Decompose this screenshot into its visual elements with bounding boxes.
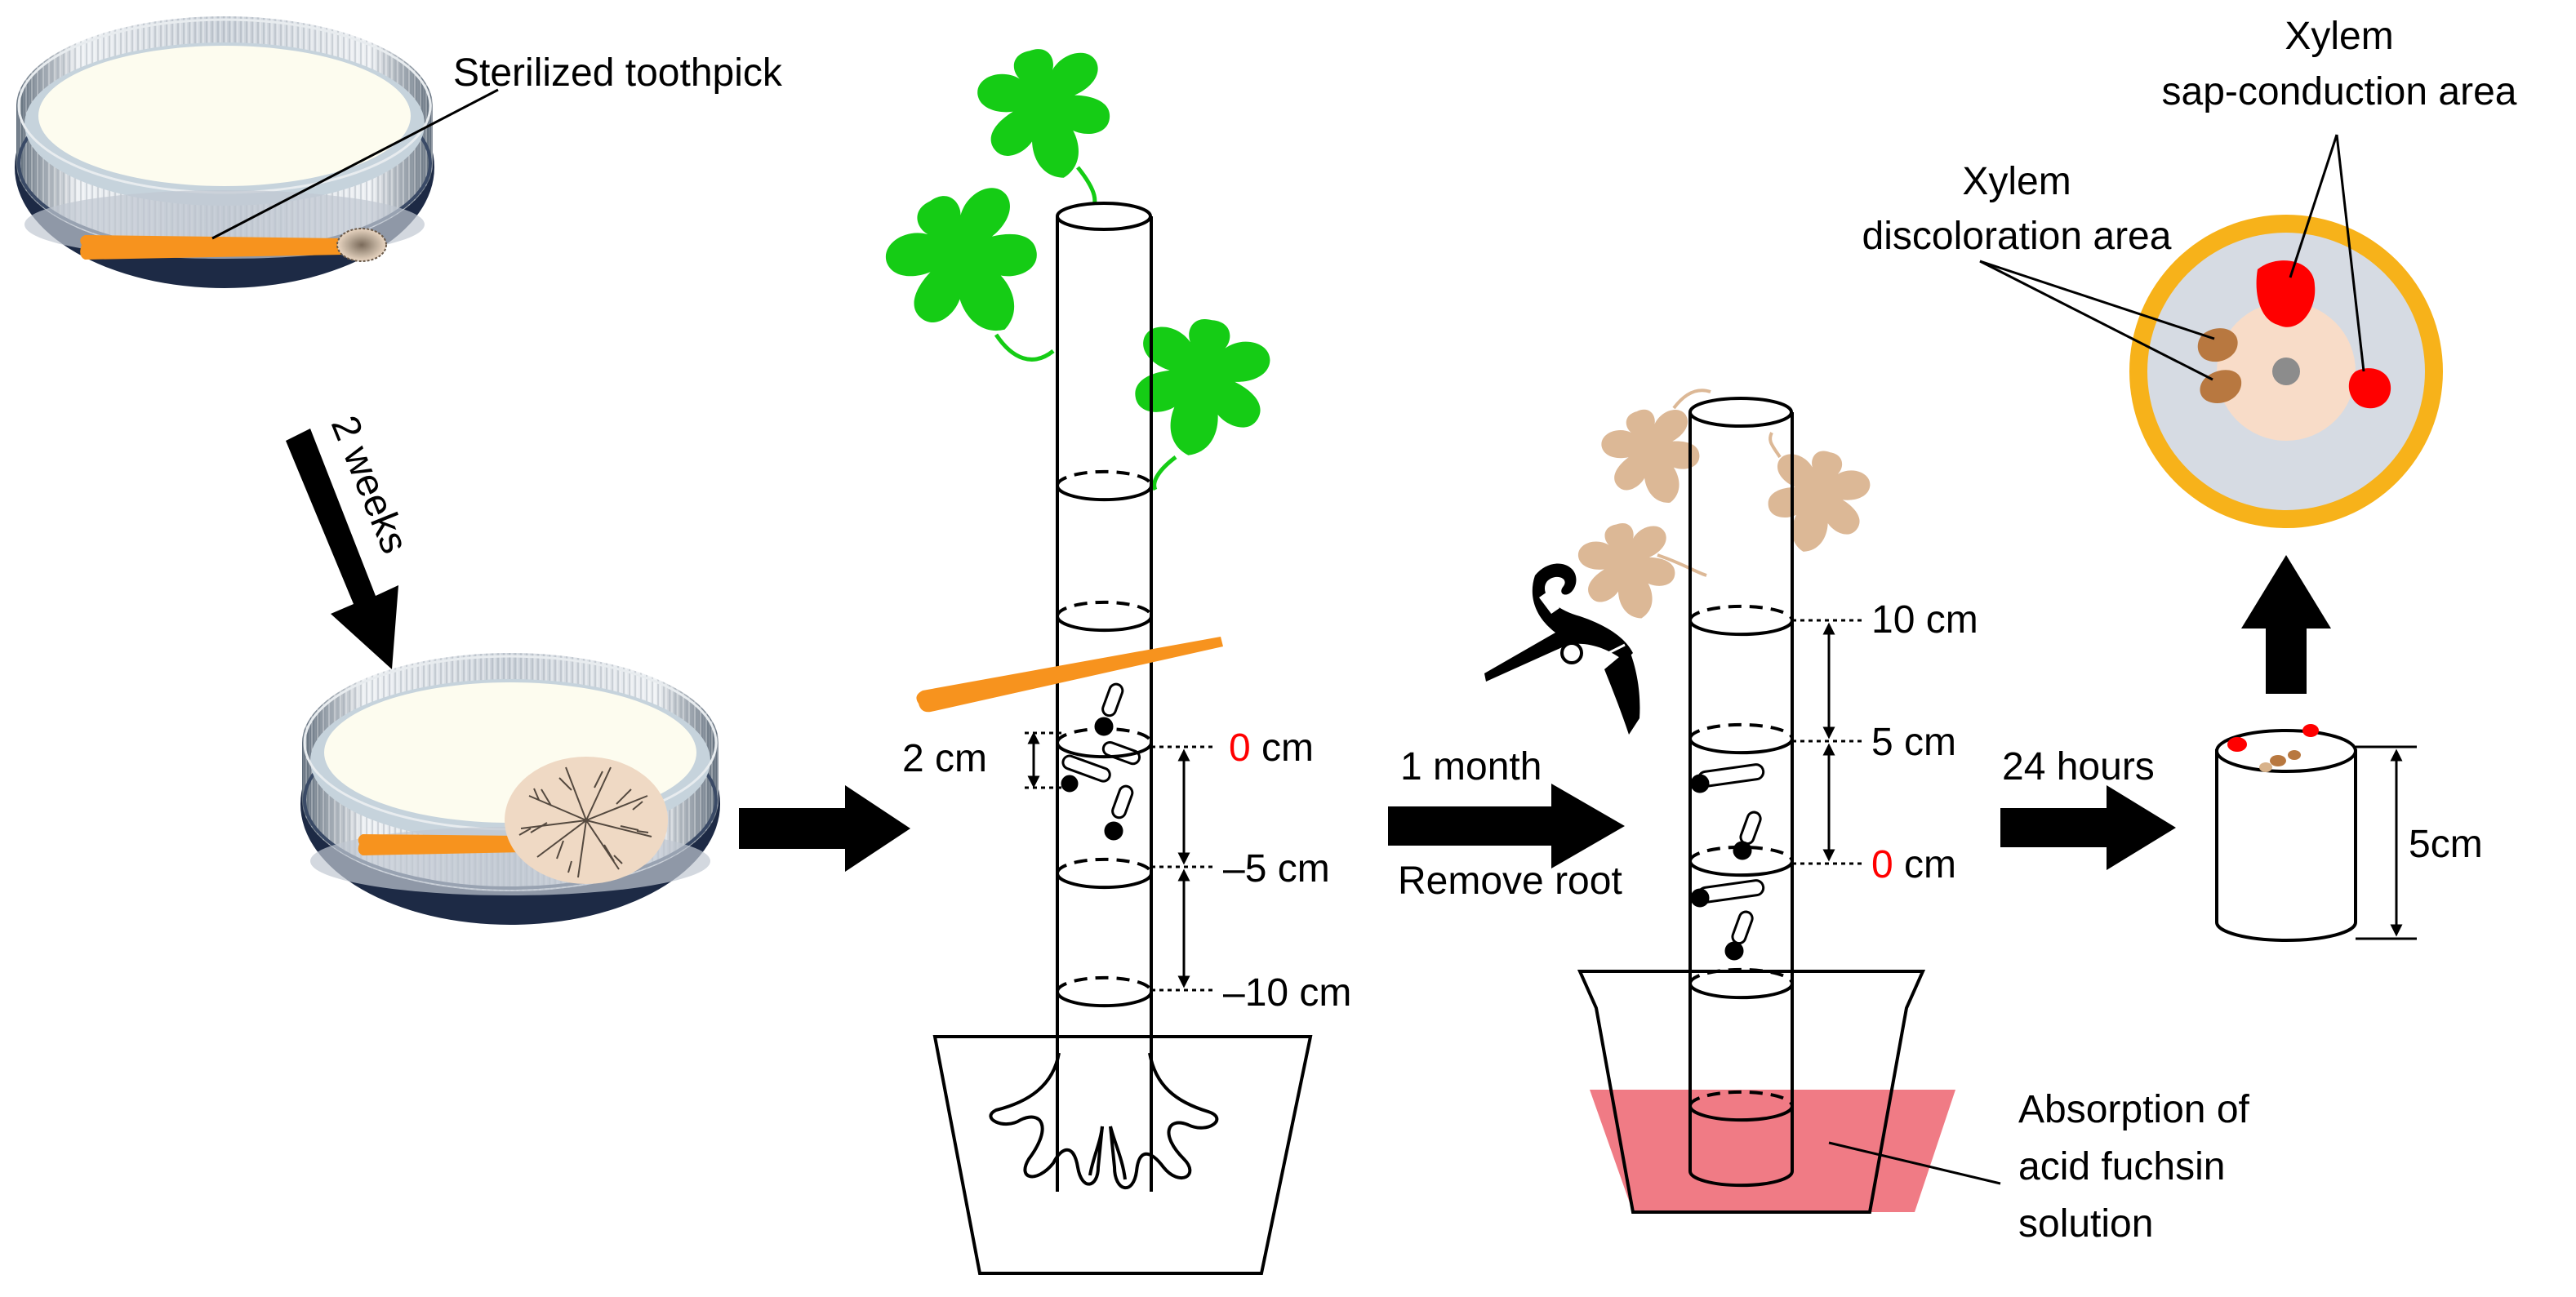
absorption-line2: acid fuchsin <box>2018 1145 2225 1188</box>
sterilized-toothpick-label: Sterilized toothpick <box>453 51 783 95</box>
toothpick-icon <box>358 834 523 855</box>
absorption-line3: solution <box>2018 1202 2153 1246</box>
cm-unit: cm <box>1893 843 1956 886</box>
arrow-icon <box>2000 785 2176 870</box>
wound-holes <box>1061 682 1141 841</box>
minus-ten-cm-label: –10 cm <box>1223 971 1351 1015</box>
arrow-icon <box>2241 555 2331 694</box>
segment-scale <box>2356 745 2417 940</box>
zero-cm-label-2: 0 cm <box>1871 843 1956 886</box>
pot-icon <box>932 1035 1313 1275</box>
xylem-conduction-line1: Xylem <box>2285 15 2393 58</box>
two-cm-bracket <box>1025 731 1070 789</box>
leaf-stalks <box>1657 389 1782 577</box>
arrow-icon <box>739 785 910 872</box>
minus-five-cm-label: –5 cm <box>1223 847 1330 891</box>
stem-icon <box>1056 202 1153 1192</box>
cross-section-icon <box>2129 215 2443 528</box>
ten-cm-label: 10 cm <box>1871 598 1978 642</box>
two-cm-label: 2 cm <box>902 737 987 780</box>
zero-red: 0 <box>1229 726 1251 770</box>
wound-holes <box>1690 763 1765 961</box>
toothpick-icon <box>80 235 343 260</box>
twentyfour-hours-label: 24 hours <box>2002 745 2155 788</box>
absorption-line1: Absorption of <box>2018 1088 2250 1131</box>
leaf-icon <box>870 34 1275 467</box>
five-cm-height-label: 5cm <box>2409 823 2483 866</box>
leader-line <box>211 88 499 240</box>
roots-icon <box>989 1052 1219 1189</box>
xylem-discoloration-line1: Xylem <box>1962 160 2071 203</box>
xylem-discoloration-line2: discoloration area <box>1862 215 2172 258</box>
leaf-icon <box>1573 396 1876 630</box>
five-cm-label: 5 cm <box>1871 721 1956 764</box>
fuchsin-beaker-icon <box>1577 970 1955 1214</box>
cross-section-leaders <box>1979 134 2365 381</box>
plant1-scale <box>1151 745 1217 992</box>
fungal-colony-icon <box>336 228 387 262</box>
remove-root-label: Remove root <box>1398 859 1622 903</box>
fungal-colony-icon <box>505 757 668 884</box>
zero-cm-label-1: 0 cm <box>1229 726 1314 770</box>
absorption-leader <box>1828 1141 2001 1185</box>
stem-icon <box>1688 397 1794 1171</box>
toothpick-icon <box>916 637 1223 713</box>
plant2-scale <box>1792 619 1862 865</box>
stem-segment-icon <box>2215 724 2357 942</box>
pruning-shears-icon <box>1484 563 1640 735</box>
cm-unit: cm <box>1251 726 1314 770</box>
one-month-label: 1 month <box>1400 745 1542 788</box>
zero-red: 0 <box>1871 843 1893 886</box>
arrow-icon <box>1388 784 1625 868</box>
xylem-conduction-line2: sap-conduction area <box>2162 70 2517 113</box>
arrow-icon <box>286 429 398 669</box>
